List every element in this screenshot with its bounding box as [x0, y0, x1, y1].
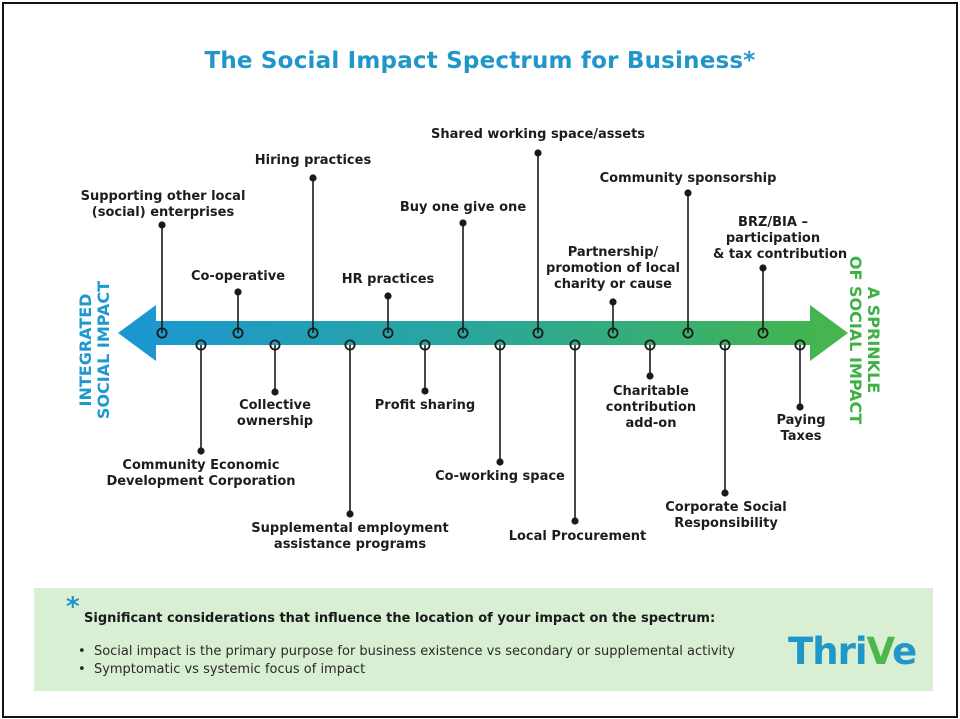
thrive-logo: ThriVe [788, 630, 917, 673]
item-community-economic-development: Community Economic Development Corporati… [106, 458, 296, 489]
bottom-spectrum-marker [794, 339, 806, 351]
bottom-connector-dot [496, 458, 504, 466]
bottom-spectrum-marker [644, 339, 656, 351]
bottom-connector-dot [721, 489, 729, 497]
item-profit-sharing: Profit sharing [374, 398, 476, 413]
top-spectrum-marker [307, 327, 319, 339]
item-collective-ownership: Collective ownership [236, 398, 314, 429]
bottom-spectrum-marker [344, 339, 356, 351]
top-spectrum-marker [607, 327, 619, 339]
bottom-spectrum-marker [494, 339, 506, 351]
item-local-procurement: Local Procurement [508, 529, 647, 544]
consideration-item: Social impact is the primary purpose for… [78, 643, 735, 661]
top-connector-dot [459, 219, 467, 227]
bottom-connector-dot [571, 517, 579, 525]
top-spectrum-marker [382, 327, 394, 339]
bottom-connector-dot [197, 447, 205, 455]
top-spectrum-marker [156, 327, 168, 339]
considerations-heading: Significant considerations that influenc… [84, 611, 716, 626]
integrated-social-impact-label: INTEGRATED SOCIAL IMPACT [76, 280, 113, 420]
bottom-connector-dot [346, 510, 354, 518]
bottom-spectrum-marker [269, 339, 281, 351]
bottom-connector-dot [421, 387, 429, 395]
item-corporate-social-responsibility: Corporate Social Responsibility [665, 500, 787, 531]
bottom-spectrum-marker [195, 339, 207, 351]
sprinkle-social-impact-label: A SPRINKLE OF SOCIAL IMPACT [846, 255, 883, 425]
top-connector-dot [309, 174, 317, 182]
bottom-connector-dot [796, 403, 804, 411]
top-connector-dot [759, 264, 767, 272]
spectrum-markers [156, 327, 806, 351]
item-charitable-contribution: Charitable contribution add-on [605, 384, 697, 431]
bottom-spectrum-marker [569, 339, 581, 351]
top-spectrum-marker [682, 327, 694, 339]
consideration-item: Symptomatic vs systemic focus of impact [78, 661, 735, 679]
bottom-connector-dot [646, 372, 654, 380]
top-connector-dot [234, 288, 242, 296]
top-spectrum-marker [457, 327, 469, 339]
page-title: The Social Impact Spectrum for Business* [204, 48, 756, 74]
considerations-list: Social impact is the primary purpose for… [78, 643, 735, 679]
top-connector-dot [609, 298, 617, 306]
top-connector-dot [158, 221, 166, 229]
item-co-operative: Co-operative [190, 269, 286, 284]
item-hr-practices: HR practices [341, 272, 435, 287]
item-buy-one-give-one: Buy one give one [399, 200, 527, 215]
item-community-sponsorship: Community sponsorship [599, 171, 777, 186]
item-partnership-promotion: Partnership/ promotion of local charity … [546, 245, 680, 292]
bottom-connector-dot [271, 388, 279, 396]
bottom-spectrum-marker [419, 339, 431, 351]
item-shared-working-space: Shared working space/assets [430, 127, 646, 142]
top-connector-dot [534, 149, 542, 157]
bottom-spectrum-marker [719, 339, 731, 351]
spectrum-arrow [118, 305, 848, 361]
item-paying-taxes: Paying Taxes [776, 413, 826, 444]
item-brz-bia: BRZ/BIA – participation & tax contributi… [713, 215, 848, 262]
top-connector-dot [384, 292, 392, 300]
item-co-working-space: Co-working space [435, 469, 565, 484]
item-supplemental-employment: Supplemental employment assistance progr… [251, 521, 449, 552]
connector-lines [158, 149, 804, 525]
item-supporting-local-enterprises: Supporting other local (social) enterpri… [80, 189, 246, 220]
item-hiring-practices: Hiring practices [254, 153, 372, 168]
asterisk-mark: * [66, 592, 80, 622]
top-connector-dot [684, 189, 692, 197]
top-spectrum-marker [232, 327, 244, 339]
top-spectrum-marker [532, 327, 544, 339]
top-spectrum-marker [757, 327, 769, 339]
